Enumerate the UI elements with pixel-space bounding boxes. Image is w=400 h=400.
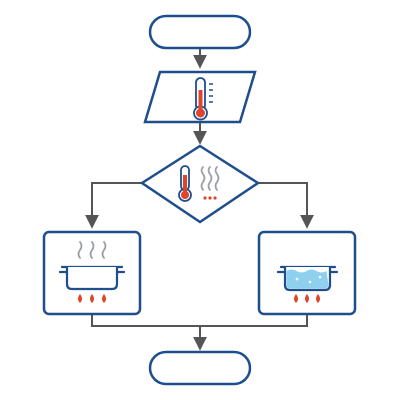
decision-diamond xyxy=(139,144,261,224)
edge-decision-to-left xyxy=(85,182,142,229)
thermometer-icon xyxy=(178,165,192,202)
flame-icon xyxy=(294,294,320,303)
steam-icon xyxy=(200,166,220,191)
thermometer-icon xyxy=(193,77,213,121)
edge-decision-to-right xyxy=(258,182,314,229)
dots-icon xyxy=(203,196,217,200)
pot-with-water-icon xyxy=(276,265,339,292)
edge-right-to-merge xyxy=(200,314,308,327)
edge-left-to-merge xyxy=(91,314,200,327)
steam-icon xyxy=(77,241,107,259)
start-terminator xyxy=(148,14,252,50)
connectors xyxy=(85,48,314,351)
end-terminator xyxy=(148,350,252,386)
flame-icon xyxy=(78,294,106,303)
pot-icon xyxy=(58,265,126,291)
